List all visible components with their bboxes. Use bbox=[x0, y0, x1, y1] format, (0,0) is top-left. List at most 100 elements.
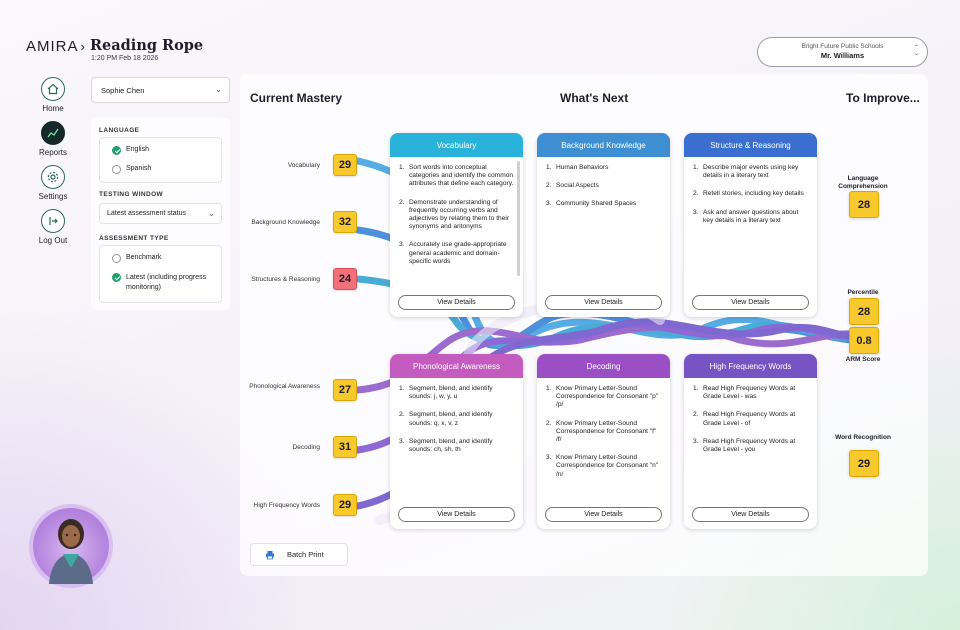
background-knowledge-score[interactable]: 32 bbox=[333, 211, 357, 233]
structure-reasoning-card: Structure & Reasoning 1.Describe major e… bbox=[684, 133, 817, 317]
vocabulary-view-details-button[interactable]: View Details bbox=[398, 295, 515, 310]
radio-circle-icon bbox=[112, 254, 121, 263]
current-mastery-heading: Current Mastery bbox=[250, 91, 343, 105]
card-item: 3.Read High Frequency Words at Grade Lev… bbox=[693, 437, 796, 454]
background-knowledge-card: Background Knowledge 1.Human Behaviors 2… bbox=[537, 133, 670, 317]
structure-reasoning-view-details-button[interactable]: View Details bbox=[692, 295, 809, 310]
structure-reasoning-card-title: Structure & Reasoning bbox=[684, 133, 817, 157]
school-teacher-select[interactable]: Bright Future Public Schools Mr. William… bbox=[757, 37, 928, 67]
radio-circle-icon bbox=[112, 165, 121, 174]
high-frequency-words-card: High Frequency Words 1.Read High Frequen… bbox=[684, 354, 817, 529]
assessment-latest-label: Latest (including progress monitoring) bbox=[126, 274, 207, 291]
background-knowledge-view-details-button[interactable]: View Details bbox=[545, 295, 662, 310]
card-scrollbar[interactable] bbox=[517, 161, 520, 276]
card-item: 3.Segment, blend, and identify sounds: c… bbox=[399, 437, 493, 454]
card-item: 1.Sort words into conceptual categories … bbox=[399, 164, 514, 188]
chevron-down-icon: ⌄ bbox=[208, 209, 215, 218]
logo-chevron-icon: › bbox=[80, 39, 86, 54]
decoding-card: Decoding 1.Know Primary Letter-Sound Cor… bbox=[537, 354, 670, 529]
card-item: 2.Social Aspects bbox=[546, 182, 599, 190]
amira-avatar[interactable] bbox=[33, 508, 109, 584]
card-item: 1.Segment, blend, and identify sounds: j… bbox=[399, 385, 493, 401]
language-comprehension-score[interactable]: 28 bbox=[849, 191, 879, 218]
language-label: LANGUAGE bbox=[99, 127, 140, 134]
card-item: 3.Know Primary Letter-Sound Corresponden… bbox=[546, 454, 659, 478]
gear-icon bbox=[41, 165, 65, 189]
phonological-awareness-row-label: Phonological Awareness bbox=[249, 383, 320, 390]
card-item: 1.Know Primary Letter-Sound Corresponden… bbox=[546, 385, 659, 409]
card-item: 1.Read High Frequency Words at Grade Lev… bbox=[693, 385, 796, 401]
assessment-latest-option[interactable]: Latest (including progress monitoring) bbox=[112, 273, 217, 293]
language-comprehension-label: Language Comprehension bbox=[838, 175, 888, 190]
high-frequency-words-row-label: High Frequency Words bbox=[253, 502, 320, 509]
arm-score[interactable]: 0.8 bbox=[849, 327, 879, 354]
language-spanish-option[interactable]: Spanish bbox=[112, 165, 151, 174]
word-recognition-label: Word Recognition bbox=[835, 434, 891, 441]
card-item: 2.Demonstrate understanding of frequentl… bbox=[399, 198, 510, 231]
student-select[interactable]: Sophie Chen ⌄ bbox=[91, 77, 230, 103]
phonological-awareness-card-title: Phonological Awareness bbox=[390, 354, 523, 378]
nav-reports[interactable]: Reports bbox=[33, 121, 73, 157]
batch-print-label: Batch Print bbox=[287, 550, 324, 559]
app-datetime: 1:20 PM Feb 18 2026 bbox=[91, 55, 159, 62]
teacher-name: Mr. Williams bbox=[820, 51, 865, 60]
to-improve-heading: To Improve... bbox=[846, 91, 920, 105]
percentile-score[interactable]: 28 bbox=[849, 298, 879, 325]
assessment-benchmark-option[interactable]: Benchmark bbox=[112, 254, 161, 263]
logout-icon bbox=[41, 209, 65, 233]
chart-icon bbox=[41, 121, 65, 145]
batch-print-button[interactable]: Batch Print bbox=[250, 543, 348, 566]
background-knowledge-card-title: Background Knowledge bbox=[537, 133, 670, 157]
nav-home[interactable]: Home bbox=[33, 77, 73, 113]
nav-home-label: Home bbox=[42, 104, 64, 113]
card-item: 2.Segment, blend, and identify sounds: q… bbox=[399, 411, 493, 427]
check-circle-icon bbox=[112, 146, 121, 155]
assessment-type-label: ASSESSMENT TYPE bbox=[99, 235, 169, 242]
high-frequency-words-score[interactable]: 29 bbox=[333, 494, 357, 516]
word-recognition-score[interactable]: 29 bbox=[849, 450, 879, 477]
vocabulary-card: Vocabulary 1.Sort words into conceptual … bbox=[390, 133, 523, 317]
avatar-character-icon bbox=[49, 519, 93, 584]
testing-window-label: TESTING WINDOW bbox=[99, 191, 164, 198]
nav-logout[interactable]: Log Out bbox=[33, 209, 73, 245]
decoding-row-label: Decoding bbox=[292, 444, 320, 451]
nav-logout-label: Log Out bbox=[38, 236, 68, 245]
vocabulary-card-title: Vocabulary bbox=[390, 133, 523, 157]
high-frequency-words-view-details-button[interactable]: View Details bbox=[692, 507, 809, 522]
nav-reports-label: Reports bbox=[38, 148, 67, 157]
percentile-label: Percentile bbox=[847, 289, 879, 296]
phonological-awareness-view-details-button[interactable]: View Details bbox=[398, 507, 515, 522]
vocabulary-score[interactable]: 29 bbox=[333, 154, 357, 176]
decoding-view-details-button[interactable]: View Details bbox=[545, 507, 662, 522]
language-english-label: English bbox=[126, 146, 149, 153]
decoding-score[interactable]: 31 bbox=[333, 436, 357, 458]
card-item: 1.Human Behaviors bbox=[546, 164, 609, 171]
nav-settings-label: Settings bbox=[38, 192, 68, 201]
card-item: 2.Know Primary Letter-Sound Corresponden… bbox=[546, 419, 657, 444]
amira-logo[interactable]: AMIRA › bbox=[26, 38, 86, 55]
card-item: 2.Retell stories, including key details bbox=[693, 190, 804, 198]
language-options bbox=[99, 137, 222, 183]
card-item: 3.Ask and answer questions about key det… bbox=[693, 208, 799, 224]
card-item: 1.Describe major events using key detail… bbox=[693, 164, 799, 180]
updown-chevron-icon: ⌃⌄ bbox=[913, 45, 919, 57]
testing-window-value: Latest assessment status bbox=[107, 210, 186, 217]
app-title: Reading Rope bbox=[90, 37, 204, 54]
nav-settings[interactable]: Settings bbox=[33, 165, 73, 201]
chevron-down-icon: ⌄ bbox=[215, 85, 222, 94]
language-english-option[interactable]: English bbox=[112, 146, 149, 155]
background-knowledge-row-label: Background Knowledge bbox=[251, 219, 320, 226]
check-circle-icon bbox=[112, 273, 121, 282]
language-spanish-label: Spanish bbox=[126, 165, 152, 172]
phonological-awareness-score[interactable]: 27 bbox=[333, 379, 357, 401]
card-item: 3.Accurately use grade-appropriate gener… bbox=[399, 241, 507, 265]
card-item: 3.Community Shared Spaces bbox=[546, 200, 637, 208]
structures-reasoning-row-label: Structures & Reasoning bbox=[251, 276, 320, 283]
whats-next-heading: What's Next bbox=[560, 91, 629, 105]
testing-window-select[interactable]: Latest assessment status ⌄ bbox=[99, 203, 222, 224]
decoding-card-title: Decoding bbox=[537, 354, 670, 378]
student-name: Sophie Chen bbox=[101, 86, 145, 95]
phonological-awareness-card: Phonological Awareness 1.Segment, blend,… bbox=[390, 354, 523, 529]
school-name: Bright Future Public Schools bbox=[801, 43, 884, 50]
structures-reasoning-score[interactable]: 24 bbox=[333, 268, 357, 290]
